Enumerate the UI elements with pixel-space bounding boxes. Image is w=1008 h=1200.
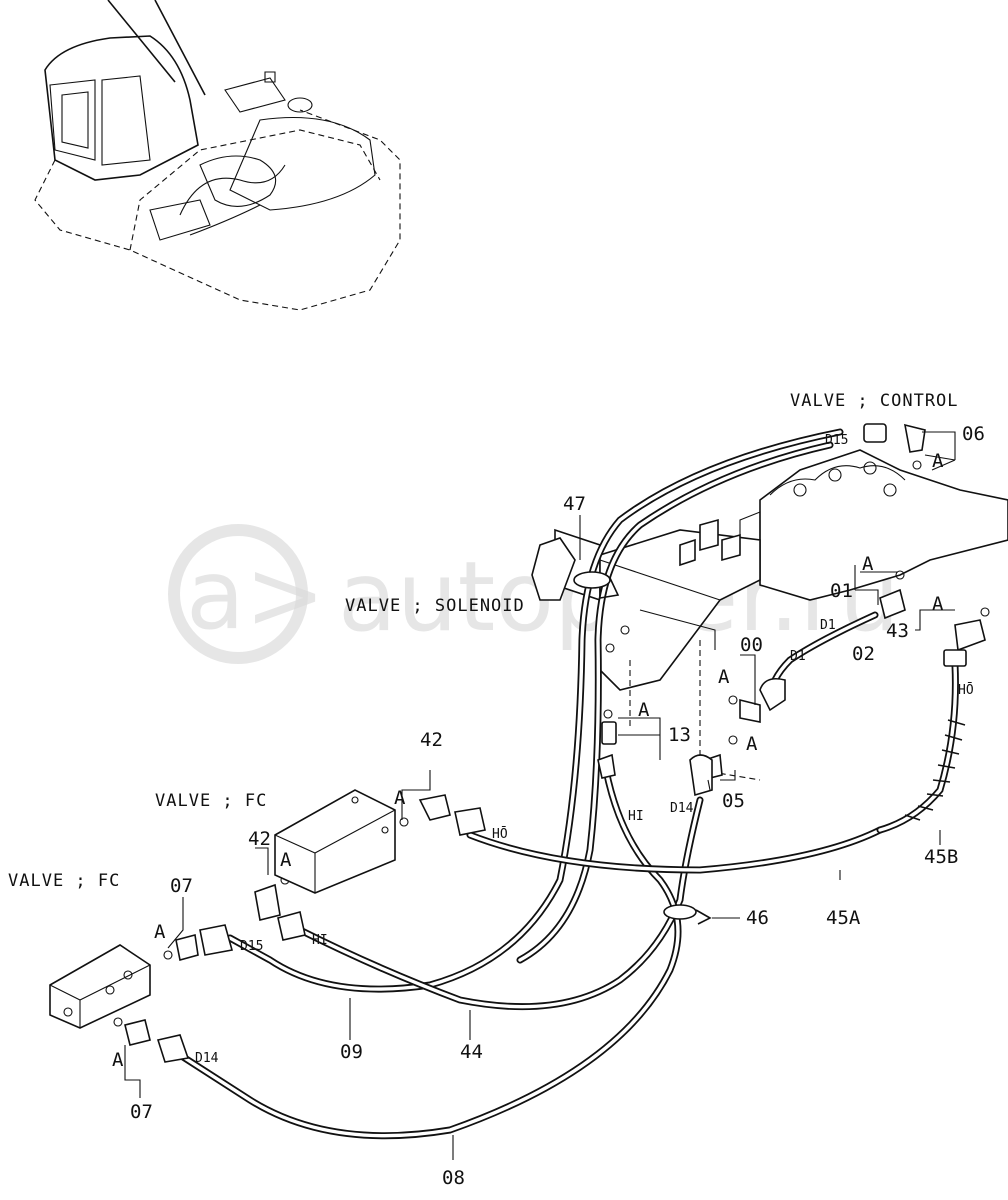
fc-valve-upper-body (274, 789, 396, 894)
port-label-d1-b: D1 (790, 649, 806, 664)
part-number-44: 44 (460, 1041, 483, 1063)
detail-mark-a: A (932, 450, 944, 472)
port-label-hi-center: HI (628, 809, 644, 824)
solenoid-valve-body (531, 518, 761, 781)
hose-clamp-46 (663, 904, 712, 925)
hose-45b-armor (904, 719, 966, 821)
part-number-47: 47 (563, 493, 586, 515)
part-number-42-mid: 42 (248, 828, 271, 850)
label-valve-fc-upper: VALVE ; FC (155, 791, 267, 811)
port-label-d15-left: D15 (240, 939, 263, 954)
detail-mark-a: A (862, 553, 874, 575)
part-number-07-bottom: 07 (130, 1101, 153, 1123)
part-number-43: 43 (886, 620, 909, 642)
part-number-09: 09 (340, 1041, 363, 1063)
detail-mark-a: A (280, 849, 292, 871)
control-valve-body (739, 449, 1008, 601)
part-number-01: 01 (830, 580, 853, 602)
part-number-45a: 45A (826, 907, 861, 929)
part-number-02: 02 (852, 643, 875, 665)
port-label-hi-left: HI (312, 933, 328, 948)
part-number-00: 00 (740, 634, 763, 656)
part-number-07-top: 07 (170, 875, 193, 897)
port-label-ho-center: HŌ (492, 827, 508, 842)
label-valve-solenoid: VALVE ; SOLENOID (345, 596, 525, 616)
part-number-42-top: 42 (420, 729, 443, 751)
part-number-06: 06 (962, 423, 985, 445)
port-label-d15-top: D15 (825, 433, 848, 448)
port-label-ho-right: HŌ (958, 683, 974, 698)
detail-mark-a: A (112, 1049, 124, 1071)
part-number-13: 13 (668, 724, 691, 746)
part-number-05: 05 (722, 790, 745, 812)
detail-mark-a: A (394, 787, 406, 809)
detail-mark-a: A (718, 666, 730, 688)
part-number-45b: 45B (924, 846, 958, 868)
part-number-08: 08 (442, 1167, 465, 1189)
detail-mark-a: A (154, 921, 166, 943)
excavator-inset-illustration (34, 0, 401, 311)
fc-valve-lower-body (49, 944, 151, 1029)
watermark-logo-glyph: a> (186, 539, 325, 651)
part-number-46: 46 (746, 907, 769, 929)
leader-lines (124, 431, 956, 1160)
fittings (113, 423, 990, 1063)
hose-clamp-47 (573, 571, 620, 599)
hose-lines (176, 428, 959, 1140)
port-label-d14-center: D14 (670, 801, 694, 816)
detail-mark-a: A (932, 593, 944, 615)
detail-mark-a: A (638, 699, 650, 721)
label-valve-fc-lower: VALVE ; FC (8, 871, 120, 891)
label-valve-control: VALVE ; CONTROL (790, 391, 959, 411)
detail-mark-a: A (746, 733, 758, 755)
port-label-d14-left: D14 (195, 1051, 219, 1066)
port-label-d1-a: D1 (820, 618, 836, 633)
